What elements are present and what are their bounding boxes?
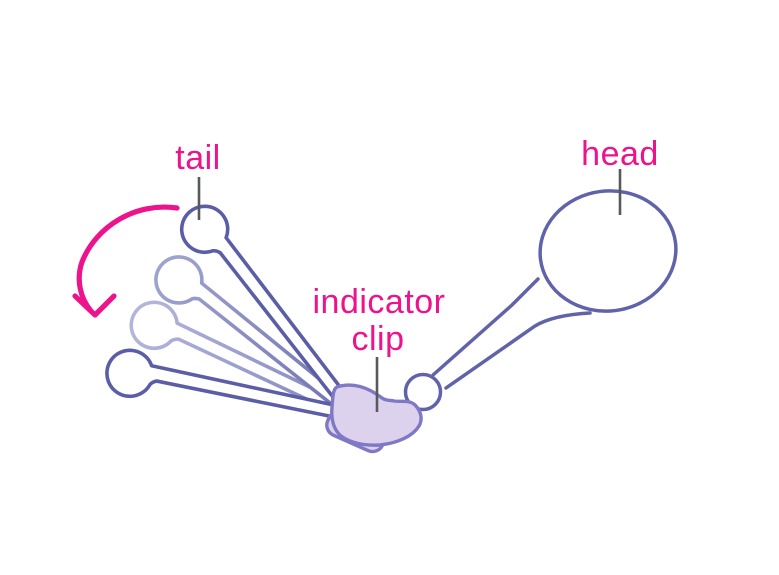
indicator-clip-body [330, 383, 423, 447]
head-loop [538, 189, 678, 313]
indicator-clip [325, 383, 423, 454]
head-stem-fill [434, 282, 586, 388]
rotation-arrowhead [72, 293, 117, 318]
indicator-clip-label-line2: clip [351, 320, 404, 358]
head-label: head [581, 135, 659, 173]
rotation-arrow [72, 204, 180, 318]
pivot-knob [403, 372, 443, 412]
head-stem-lower-edge [444, 311, 592, 390]
tail-ghost-position-2 [154, 255, 370, 430]
head-assembly [403, 189, 678, 412]
tail-bulb-bottom-position [105, 348, 363, 424]
head-stem-upper-edge [431, 277, 540, 377]
indicator-clip-label-line1: indicator [312, 283, 445, 321]
tail-bulb-top-position [179, 204, 358, 417]
rotation-arrow-arc [76, 204, 180, 314]
tail-label: tail [175, 139, 220, 177]
tail-ghost-position-3 [129, 300, 372, 429]
